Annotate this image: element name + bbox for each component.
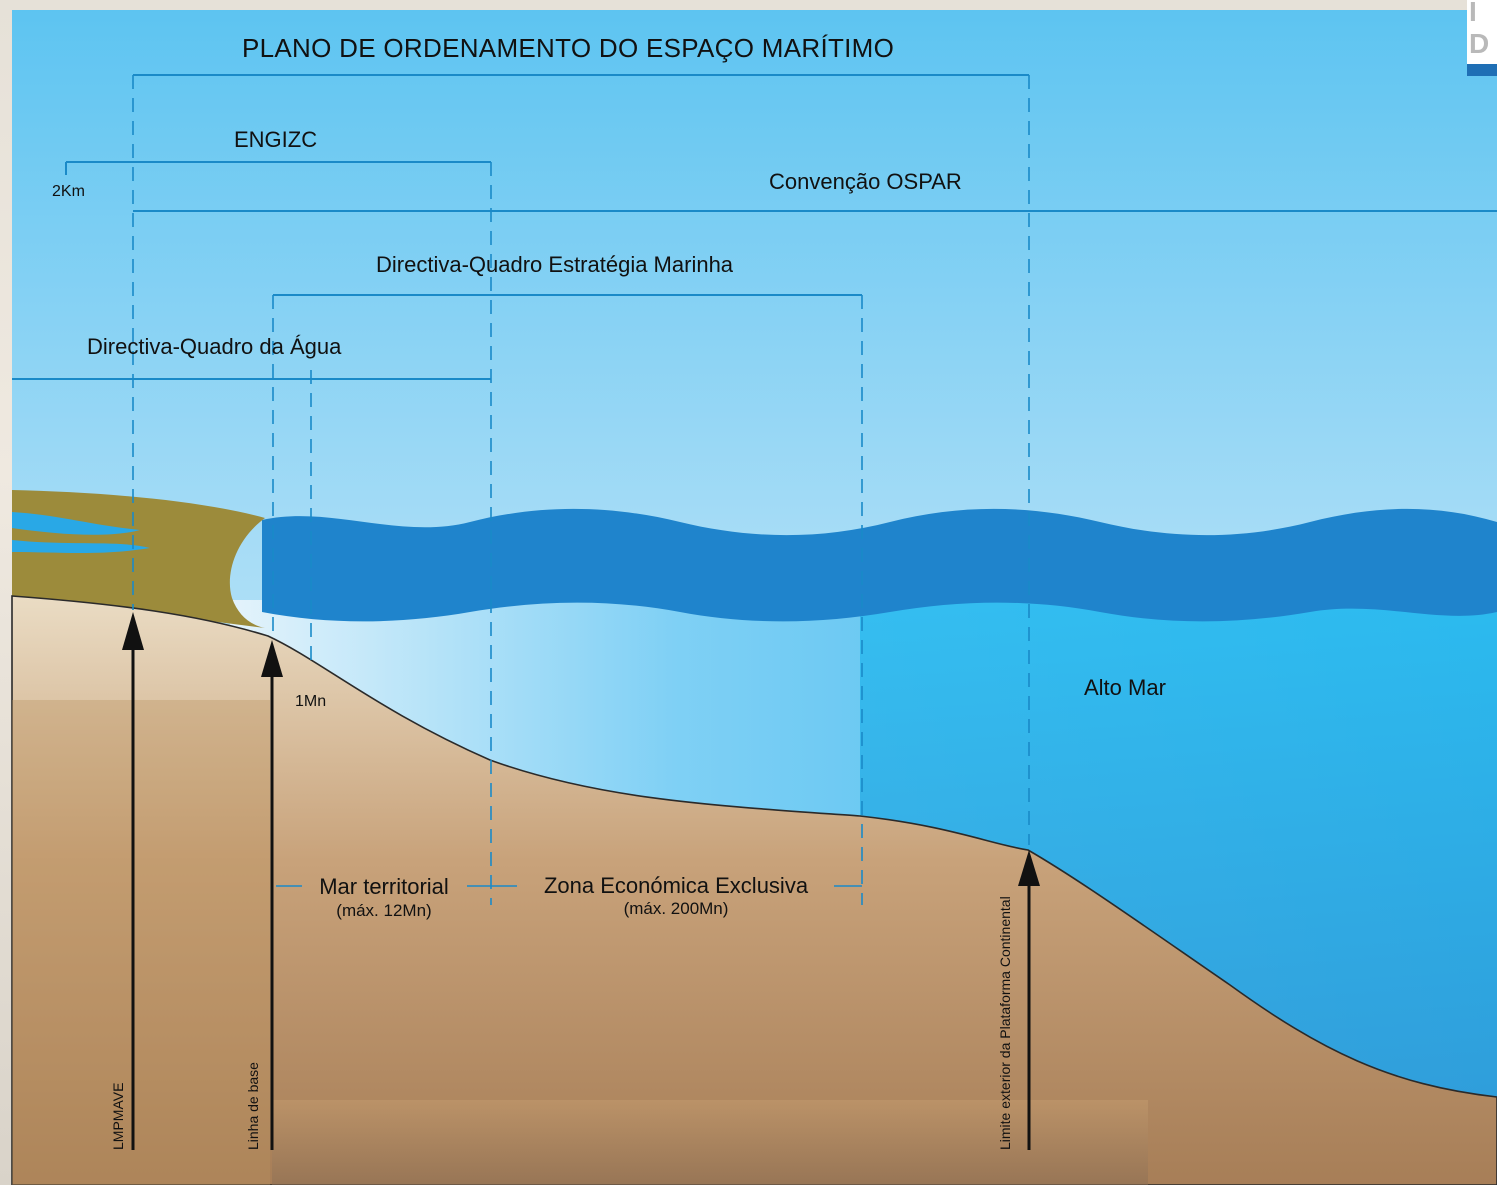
seabed: [11, 595, 1497, 1185]
eez-label: Zona Económica Exclusiva: [543, 873, 809, 898]
seabed-side-shade: [12, 700, 270, 1185]
framework-lines: [12, 74, 1497, 380]
territorial-sea-limit-label: (máx. 12Mn): [336, 901, 432, 920]
distance-1mn-label: 1Mn: [295, 693, 327, 710]
corner-logo: I D: [1467, 0, 1497, 76]
territorial-sea-label: Mar territorial: [319, 874, 449, 899]
corner-logo-letter-2: D: [1469, 28, 1490, 59]
water-framework-label: Directiva-Quadro da Água: [87, 334, 342, 359]
engizc-label: ENGIZC: [234, 127, 318, 152]
high-sea-label: Alto Mar: [1084, 675, 1166, 700]
river-channel: [12, 512, 150, 553]
ospar-label: Convenção OSPAR: [769, 169, 962, 194]
shelf-arrow-head: [1018, 850, 1040, 886]
arrows: [122, 612, 1040, 1150]
marine-strategy-label: Directiva-Quadro Estratégia Marinha: [376, 252, 734, 277]
lmpmave-label: LMPMAVE: [110, 1082, 126, 1150]
baseline-arrow-head: [261, 640, 283, 677]
eez-limit-label: (máx. 200Mn): [623, 899, 729, 918]
distance-2km-label: 2Km: [52, 183, 85, 200]
dashed-limits: [132, 75, 1030, 905]
corner-logo-bar: [1467, 64, 1497, 76]
sea-surface-band: [262, 508, 1497, 622]
baseline-label: Linha de base: [245, 1062, 261, 1150]
shelf-limit-label: Limite exterior da Plataforma Continenta…: [997, 896, 1013, 1150]
page-title: PLANO DE ORDENAMENTO DO ESPAÇO MARÍTIMO: [242, 33, 895, 63]
seabed-deep-shade: [272, 1100, 1148, 1185]
lmpmave-arrow-head: [122, 612, 144, 650]
corner-logo-letter-1: I: [1469, 0, 1477, 27]
